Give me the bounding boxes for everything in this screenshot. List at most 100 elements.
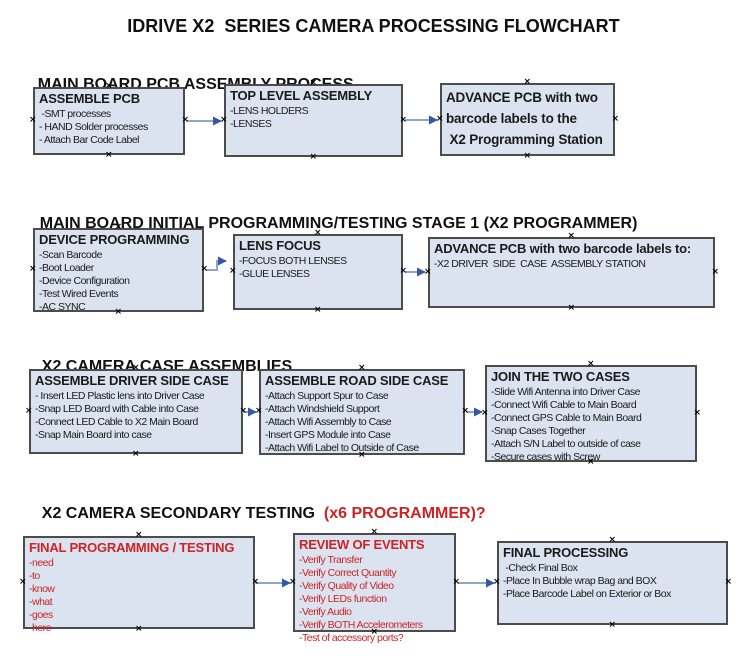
box-item: -Verify Correct Quantity	[299, 567, 397, 579]
box-items: -Scan Barcode-Boot Loader-Device Configu…	[39, 249, 198, 314]
box-title: ADVANCE PCB with two barcode labels to t…	[446, 90, 603, 147]
connection-point-icon: ×	[105, 150, 113, 160]
connection-point-icon: ×	[289, 576, 297, 587]
connection-point-icon: ×	[481, 407, 489, 418]
box-items: -Check Final Box-Place In Bubble wrap Ba…	[503, 562, 722, 601]
box-title: ASSEMBLE DRIVER SIDE CASE	[35, 373, 229, 388]
box-item: -Test Wired Events	[39, 288, 119, 300]
connection-point-icon: ×	[29, 115, 37, 125]
connection-point-icon: ×	[29, 264, 37, 274]
box-item: -GLUE LENSES	[239, 268, 310, 280]
box-title: FINAL PROGRAMMING / TESTING	[29, 540, 235, 555]
connection-point-icon: ×	[239, 405, 247, 416]
section-heading-initial-programming: MAIN BOARD INITIAL PROGRAMMING/TESTING S…	[22, 197, 638, 251]
connection-point-icon: ×	[132, 363, 140, 373]
box-item: -Verify BOTH Accelerometers	[299, 619, 423, 631]
box-item: -Boot Loader	[39, 262, 94, 274]
box-item: - HAND Solder processes	[39, 121, 148, 133]
box-item: -Connect Wifi Cable to Main Board	[491, 399, 637, 411]
flow-arrow-device-to-lensfocus	[206, 256, 227, 271]
connection-point-icon: ×	[493, 577, 501, 587]
flow-box-top-level-assembly: TOP LEVEL ASSEMBLY -LENS HOLDERS-LENSES …	[220, 79, 407, 162]
connection-point-icon: ×	[251, 576, 259, 587]
section-heading-secondary-testing: X2 CAMERA SECONDARY TESTING (x6 PROGRAMM…	[24, 487, 486, 541]
box-items: -Attach Support Spur to Case-Attach Wind…	[265, 390, 459, 455]
flow-box-review-of-events: REVIEW OF EVENTS -Verify Transfer-Verify…	[289, 528, 460, 645]
box-item: -Secure cases with Screw	[491, 451, 600, 463]
box-items: -FOCUS BOTH LENSES-GLUE LENSES	[239, 255, 397, 281]
connection-point-icon: ×	[523, 77, 532, 87]
box-items: -Slide Wifi Antenna into Driver Case-Con…	[491, 386, 691, 464]
box-item: -Test of accessory ports?	[299, 632, 404, 644]
connection-point-icon: ×	[693, 407, 701, 418]
box-item: -FOCUS BOTH LENSES	[239, 255, 347, 267]
connection-point-icon: ×	[309, 152, 318, 162]
connection-point-icon: ×	[132, 449, 140, 459]
box-items: -LENS HOLDERS-LENSES	[230, 105, 397, 131]
connection-point-icon: ×	[461, 406, 469, 416]
box-item: -Verify Audio	[299, 606, 352, 618]
box-item: -here	[29, 622, 52, 634]
connection-point-icon: ×	[587, 457, 595, 467]
connection-point-icon: ×	[135, 530, 143, 540]
box-item: -SMT processes	[39, 108, 111, 120]
box-item: -Attach S/N Label to outside of case	[491, 438, 641, 450]
box-item: -Check Final Box	[503, 562, 578, 574]
connection-point-icon: ×	[105, 81, 113, 91]
connection-point-icon: ×	[370, 627, 379, 637]
connection-point-icon: ×	[181, 115, 189, 125]
box-item: -Snap LED Board with Cable into Case	[35, 403, 199, 415]
box-items: - Insert LED Plastic lens into Driver Ca…	[35, 390, 237, 442]
box-item: -Verify Transfer	[299, 554, 363, 566]
section-heading-text: X2 CAMERA SECONDARY TESTING	[41, 505, 320, 522]
section-heading-text: MAIN BOARD INITIAL PROGRAMMING/TESTING S…	[39, 215, 638, 232]
flow-box-join-the-two-cases: JOIN THE TWO CASES -Slide Wifi Antenna i…	[481, 360, 701, 467]
flow-box-assemble-road-side-case: ASSEMBLE ROAD SIDE CASE -Attach Support …	[255, 364, 469, 460]
flow-box-advance-pcb-driver-side: ADVANCE PCB with two barcode labels to: …	[424, 232, 719, 313]
connection-point-icon: ×	[309, 78, 318, 88]
flow-box-assemble-pcb: ASSEMBLE PCB -SMT processes- HAND Solder…	[29, 82, 189, 160]
connection-point-icon: ×	[724, 577, 732, 587]
connection-point-icon: ×	[424, 266, 432, 277]
box-items: -X2 DRIVER SIDE CASE ASSEMBLY STATION	[434, 258, 709, 271]
box-title: JOIN THE TWO CASES	[491, 369, 630, 384]
box-title: LENS FOCUS	[239, 238, 321, 253]
box-items: -need-to-know-what-goes-here	[29, 557, 249, 635]
box-item: -to	[29, 570, 40, 582]
connection-point-icon: ×	[399, 114, 407, 125]
connection-point-icon: ×	[399, 266, 407, 276]
connection-point-icon: ×	[135, 624, 143, 634]
box-item: -Snap Cases Together	[491, 425, 586, 437]
connection-point-icon: ×	[114, 307, 123, 317]
connection-point-icon: ×	[608, 620, 617, 630]
box-item: -need	[29, 557, 54, 569]
connection-point-icon: ×	[452, 576, 460, 587]
connection-point-icon: ×	[200, 264, 208, 274]
connection-point-icon: ×	[370, 527, 379, 537]
connection-point-icon: ×	[587, 359, 595, 369]
box-item: - Insert LED Plastic lens into Driver Ca…	[35, 390, 205, 402]
connection-point-icon: ×	[25, 405, 33, 416]
box-title: FINAL PROCESSING	[503, 545, 629, 560]
box-title: ADVANCE PCB with two barcode labels to:	[434, 241, 692, 256]
connection-point-icon: ×	[711, 266, 719, 277]
box-item: -Snap Main Board into case	[35, 429, 152, 441]
connection-point-icon: ×	[567, 303, 576, 313]
connection-point-icon: ×	[523, 151, 532, 161]
connection-point-icon: ×	[436, 113, 444, 124]
box-item: -Place Barcode Label on Exterior or Box	[503, 588, 671, 600]
box-item: -Verify Quality of Video	[299, 580, 394, 592]
connection-point-icon: ×	[314, 305, 322, 315]
box-items: -Verify Transfer-Verify Correct Quantity…	[299, 554, 450, 645]
box-item: -LENSES	[230, 118, 272, 130]
connection-point-icon: ×	[314, 228, 322, 238]
box-item: -Attach Wifi Label to Outside of Case	[265, 442, 419, 454]
box-items: -SMT processes- HAND Solder processes- A…	[39, 108, 179, 147]
connection-point-icon: ×	[114, 222, 123, 232]
box-item: -Place In Bubble wrap Bag and BOX	[503, 575, 657, 587]
box-item: -Attach Wifi Assembly to Case	[265, 416, 392, 428]
page-title: IDRIVE X2 SERIES CAMERA PROCESSING FLOWC…	[127, 16, 620, 36]
box-title: DEVICE PROGRAMMING	[39, 232, 190, 247]
connection-point-icon: ×	[567, 231, 576, 241]
